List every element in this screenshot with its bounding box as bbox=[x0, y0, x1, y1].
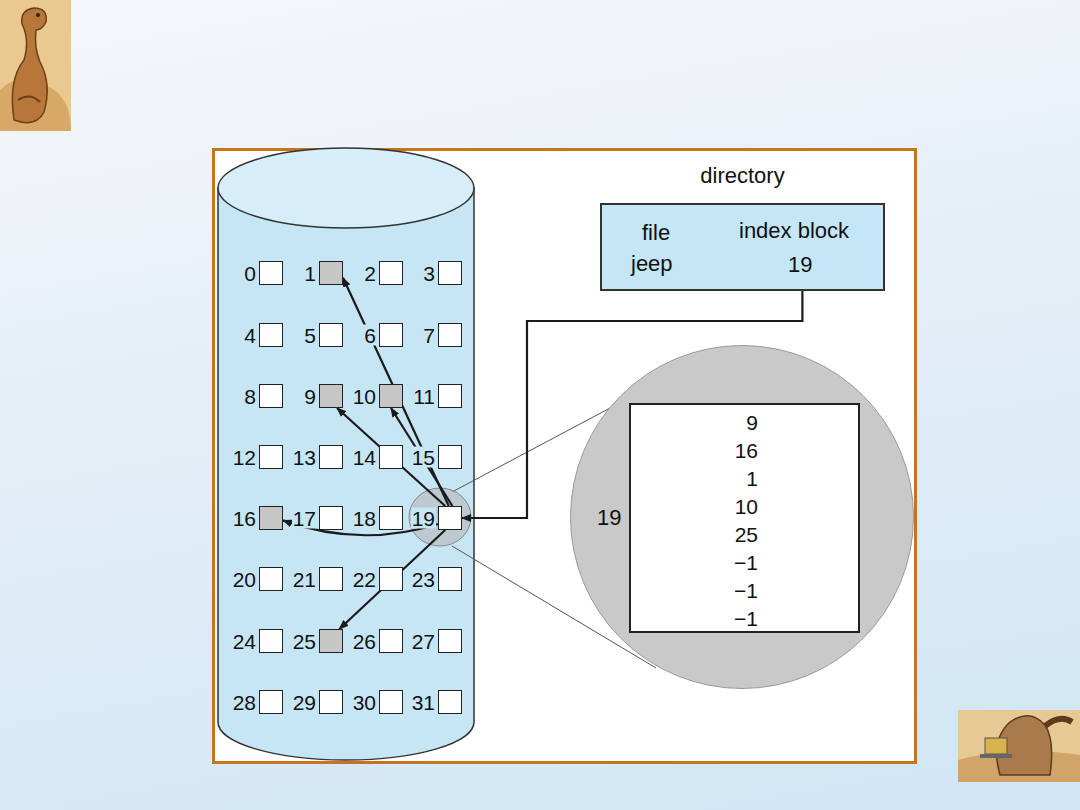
disk-block: 1 bbox=[319, 261, 343, 285]
disk-block: 17 bbox=[319, 506, 343, 530]
index-block: 91611025−1−1−1 bbox=[629, 403, 860, 633]
disk-block: 24 bbox=[259, 629, 283, 653]
block-number: 14 bbox=[352, 447, 377, 468]
pointer-arrow bbox=[337, 408, 445, 506]
disk-block: 7 bbox=[438, 323, 462, 347]
block-number: 15 bbox=[411, 447, 436, 468]
block-number: 16 bbox=[232, 508, 257, 529]
block-number: 26 bbox=[352, 631, 377, 652]
block-number: 30 bbox=[352, 692, 377, 713]
disk-block: 6 bbox=[379, 323, 403, 347]
block-number: 17 bbox=[292, 508, 317, 529]
magnifier-spot bbox=[409, 488, 471, 546]
disk-block: 8 bbox=[259, 384, 283, 408]
disk-block: 13 bbox=[319, 445, 343, 469]
disk-block: 30 bbox=[379, 690, 403, 714]
disk-block: 19 bbox=[438, 506, 462, 530]
magnified-block: 1991611025−1−1−1 bbox=[570, 345, 914, 689]
block-number: 29 bbox=[292, 692, 317, 713]
disk-block: 21 bbox=[319, 567, 343, 591]
block-pointer: −1 bbox=[637, 605, 758, 633]
disk-block: 11 bbox=[438, 384, 462, 408]
block-number: 7 bbox=[422, 325, 436, 346]
disk-block: 29 bbox=[319, 690, 343, 714]
block-number: 6 bbox=[363, 325, 377, 346]
block-number: 27 bbox=[411, 631, 436, 652]
disk-block: 31 bbox=[438, 690, 462, 714]
disk-block: 28 bbox=[259, 690, 283, 714]
directory-table: directoryfileindex blockjeep19 bbox=[600, 203, 885, 291]
disk-block: 25 bbox=[319, 629, 343, 653]
disk-block: 26 bbox=[379, 629, 403, 653]
block-number: 2 bbox=[363, 263, 377, 284]
block-number: 18 bbox=[352, 508, 377, 529]
block-number: 20 bbox=[232, 569, 257, 590]
block-number: 13 bbox=[292, 447, 317, 468]
block-number: 31 bbox=[411, 692, 436, 713]
block-number: 11 bbox=[412, 386, 436, 407]
disk-block: 5 bbox=[319, 323, 343, 347]
dinosaur-icon bbox=[958, 710, 1080, 782]
disk-block: 10 bbox=[379, 384, 403, 408]
dinosaur-icon bbox=[0, 0, 71, 131]
block-pointer: 9 bbox=[637, 409, 758, 437]
disk-block: 0 bbox=[259, 261, 283, 285]
block-number: 21 bbox=[292, 569, 317, 590]
block-number: 0 bbox=[243, 263, 257, 284]
block-pointer: 25 bbox=[637, 521, 758, 549]
block-number: 19 bbox=[411, 508, 436, 529]
disk-block: 12 bbox=[259, 445, 283, 469]
pointer-arrow bbox=[343, 278, 449, 506]
block-number: 24 bbox=[232, 631, 257, 652]
block-number: 22 bbox=[352, 569, 377, 590]
disk-block: 14 bbox=[379, 445, 403, 469]
disk-block: 3 bbox=[438, 261, 462, 285]
pointer-arrow bbox=[339, 530, 445, 629]
table-cell: 19 bbox=[788, 254, 812, 276]
block-number: 8 bbox=[243, 386, 257, 407]
block-number: 1 bbox=[303, 263, 317, 284]
block-number: 28 bbox=[232, 692, 257, 713]
disk-block: 20 bbox=[259, 567, 283, 591]
block-pointer: 1 bbox=[637, 465, 758, 493]
disk-block: 4 bbox=[259, 323, 283, 347]
block-number: 19 bbox=[597, 507, 621, 529]
block-number: 4 bbox=[243, 325, 257, 346]
table-cell: file bbox=[642, 222, 670, 244]
block-pointer: 10 bbox=[637, 493, 758, 521]
disk-cylinder bbox=[218, 148, 474, 760]
directory-heading: directory bbox=[700, 165, 784, 187]
disk-block: 9 bbox=[319, 384, 343, 408]
block-number: 12 bbox=[232, 447, 257, 468]
block-number: 25 bbox=[292, 631, 317, 652]
disk-block: 22 bbox=[379, 567, 403, 591]
block-number: 23 bbox=[411, 569, 436, 590]
block-number: 9 bbox=[303, 386, 317, 407]
block-number: 3 bbox=[422, 263, 436, 284]
disk-block: 15 bbox=[438, 445, 462, 469]
disk-block: 16 bbox=[259, 506, 283, 530]
block-number: 5 bbox=[303, 325, 317, 346]
disk-block: 18 bbox=[379, 506, 403, 530]
table-cell: jeep bbox=[631, 253, 673, 275]
disk-block: 27 bbox=[438, 629, 462, 653]
block-pointer: −1 bbox=[637, 577, 758, 605]
block-number: 10 bbox=[352, 386, 377, 407]
block-pointer: 16 bbox=[637, 437, 758, 465]
disk-block: 2 bbox=[379, 261, 403, 285]
block-pointer: −1 bbox=[637, 549, 758, 577]
disk-block: 23 bbox=[438, 567, 462, 591]
table-cell: index block bbox=[739, 220, 849, 242]
